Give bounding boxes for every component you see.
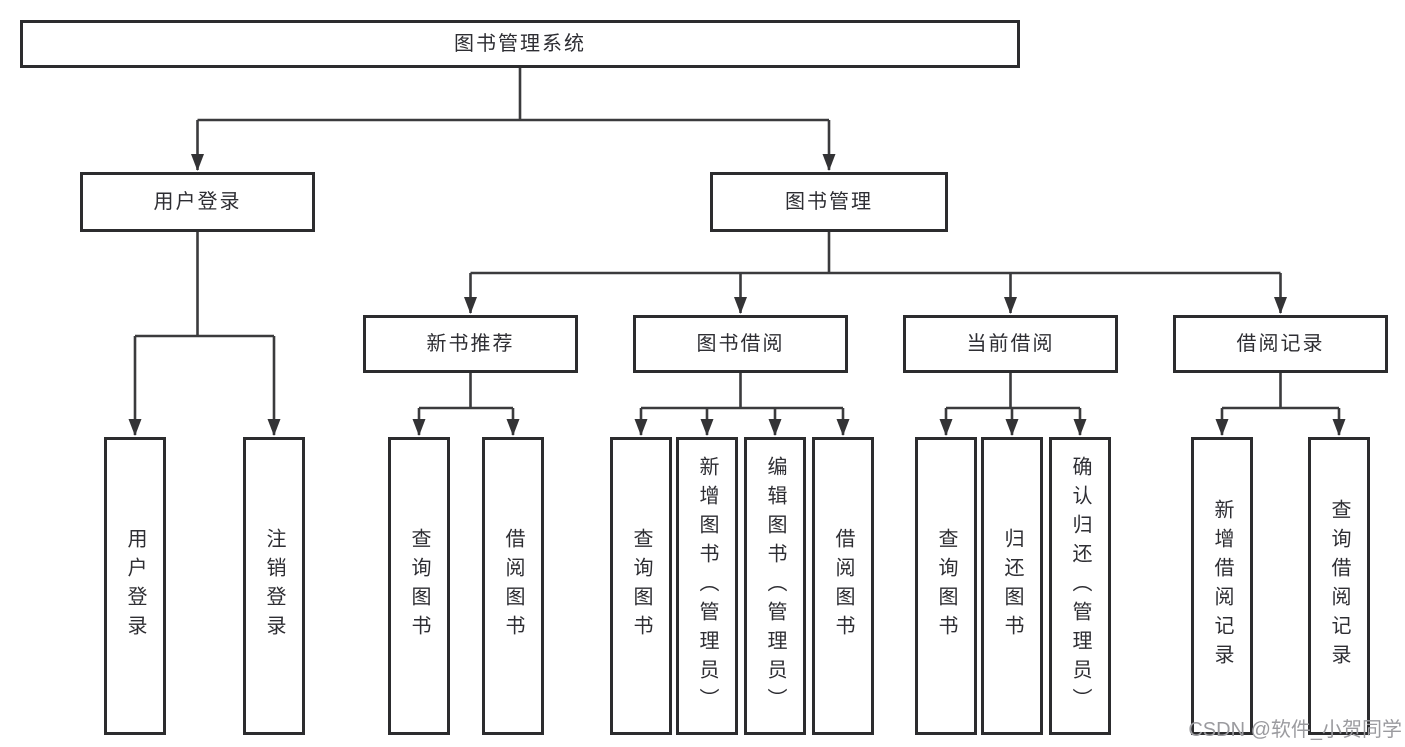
- leaf-query-books-borrow: 查询图书: [610, 437, 672, 735]
- node-root-system: 图书管理系统: [20, 20, 1020, 68]
- node-user-login: 用户登录: [80, 172, 315, 232]
- leaf-borrow-books-recommend: 借阅图书: [482, 437, 544, 735]
- node-borrow-records: 借阅记录: [1173, 315, 1388, 373]
- leaf-user-login: 用户登录: [104, 437, 166, 735]
- csdn-watermark: CSDN @软件_小贺同学: [1188, 719, 1402, 741]
- leaf-logout: 注销登录: [243, 437, 305, 735]
- leaf-add-books-admin: 新增图书（管理员）: [676, 437, 738, 735]
- leaf-borrow-books: 借阅图书: [812, 437, 874, 735]
- node-new-book-recommend: 新书推荐: [363, 315, 578, 373]
- leaf-add-borrow-record: 新增借阅记录: [1191, 437, 1253, 735]
- leaf-query-books-current: 查询图书: [915, 437, 977, 735]
- node-current-borrow: 当前借阅: [903, 315, 1118, 373]
- node-book-management: 图书管理: [710, 172, 948, 232]
- leaf-query-borrow-record: 查询借阅记录: [1308, 437, 1370, 735]
- leaf-confirm-return-admin: 确认归还（管理员）: [1049, 437, 1111, 735]
- leaf-edit-books-admin: 编辑图书（管理员）: [744, 437, 806, 735]
- leaf-return-books: 归还图书: [981, 437, 1043, 735]
- leaf-query-books-recommend: 查询图书: [388, 437, 450, 735]
- node-book-borrow: 图书借阅: [633, 315, 848, 373]
